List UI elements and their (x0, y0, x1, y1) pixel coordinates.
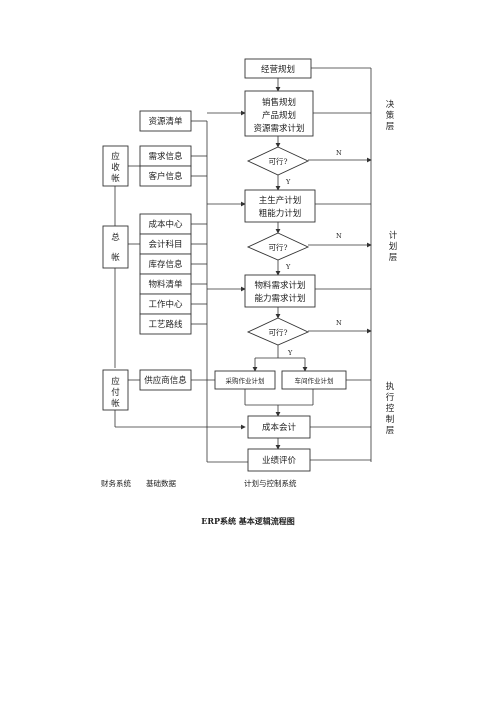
supplier-info-label: 供应商信息 (144, 375, 187, 386)
feasibility-decision-1: 可行? N Y (246, 146, 342, 186)
accounting-subjects-box: 会计科目 (139, 233, 192, 255)
base-data-label: 基础数据 (146, 478, 176, 488)
demand-info-label: 需求信息 (148, 151, 183, 162)
customer-info-box: 客户信息 (139, 165, 192, 187)
routing-box: 工艺路线 (139, 313, 192, 335)
ledger-label: 总帐 (111, 232, 120, 263)
product-plan-line: 产品规划 (262, 110, 296, 121)
diagram-caption: ERP系统 基本逻辑流程图 (201, 516, 295, 526)
business-plan-box: 经营规划 (244, 58, 312, 79)
decision-2-question: 可行? (268, 242, 287, 252)
bom-label: 资源清单 (148, 116, 183, 127)
work-center-box: 工作中心 (139, 293, 192, 315)
layer-decision-label: 决策层 (386, 99, 395, 132)
performance-label: 业绩评价 (262, 455, 297, 466)
receivable-box: 应收帐 (102, 145, 129, 187)
work-center-label: 工作中心 (148, 299, 183, 310)
decision-1-no: N (336, 149, 342, 157)
inventory-info-label: 库存信息 (148, 259, 183, 270)
rough-capacity-line: 粗能力计划 (259, 208, 302, 219)
sales-plan-line: 销售规划 (262, 97, 296, 108)
feasibility-decision-3: 可行? N Y (246, 317, 342, 357)
finance-system-label: 财务系统 (101, 478, 131, 488)
decision-1-question: 可行? (268, 156, 287, 166)
plan-control-label: 计划与控制系统 (244, 478, 297, 488)
workshop-plan-box: 车间作业计划 (281, 370, 347, 390)
inventory-info-box: 库存信息 (139, 253, 192, 275)
business-plan-label: 经营规划 (261, 64, 295, 75)
mrp-line: 物料需求计划 (254, 280, 305, 291)
resource-plan-line: 资源需求计划 (253, 123, 304, 134)
supplier-info-box: 供应商信息 (139, 369, 192, 391)
receivable-label: 应收帐 (111, 151, 120, 184)
ledger-box: 总帐 (102, 225, 129, 269)
decision-2-yes: Y (285, 263, 291, 271)
cost-accounting-box: 成本会计 (247, 415, 311, 439)
performance-box: 业绩评价 (247, 448, 311, 472)
material-list-label: 物料清单 (148, 279, 183, 290)
crp-line: 能力需求计划 (254, 293, 305, 304)
cost-accounting-label: 成本会计 (262, 422, 297, 433)
routing-label: 工艺路线 (148, 319, 183, 330)
purchasing-plan-label: 采购作业计划 (226, 376, 265, 385)
layer-execution-label: 执行控制层 (386, 381, 395, 436)
feasibility-decision-2: 可行? N Y (246, 232, 342, 271)
connector-lines (114, 67, 372, 463)
cost-center-box: 成本中心 (139, 213, 192, 235)
material-plan-box: 物料需求计划 能力需求计划 (244, 274, 316, 308)
master-schedule-box: 主生产计划 粗能力计划 (244, 189, 316, 223)
decision-3-question: 可行? (268, 327, 287, 337)
bom-box: 资源清单 (139, 110, 192, 132)
demand-info-box: 需求信息 (139, 145, 192, 167)
cost-center-label: 成本中心 (148, 219, 183, 230)
material-list-box: 物料清单 (139, 273, 192, 295)
payable-box: 应付帐 (102, 369, 129, 411)
payable-label: 应付帐 (111, 376, 120, 409)
purchasing-plan-box: 采购作业计划 (214, 370, 276, 390)
accounting-subjects-label: 会计科目 (148, 239, 182, 250)
layer-planning-label: 计划层 (389, 230, 398, 263)
decision-1-yes: Y (285, 178, 291, 186)
decision-3-no: N (336, 319, 342, 327)
decision-2-no: N (336, 232, 342, 240)
sales-plan-box: 销售规划 产品规划 资源需求计划 (244, 90, 314, 137)
master-schedule-line: 主生产计划 (259, 195, 302, 206)
decision-3-yes: Y (287, 349, 293, 357)
workshop-plan-label: 车间作业计划 (295, 376, 334, 385)
customer-info-label: 客户信息 (148, 171, 183, 182)
